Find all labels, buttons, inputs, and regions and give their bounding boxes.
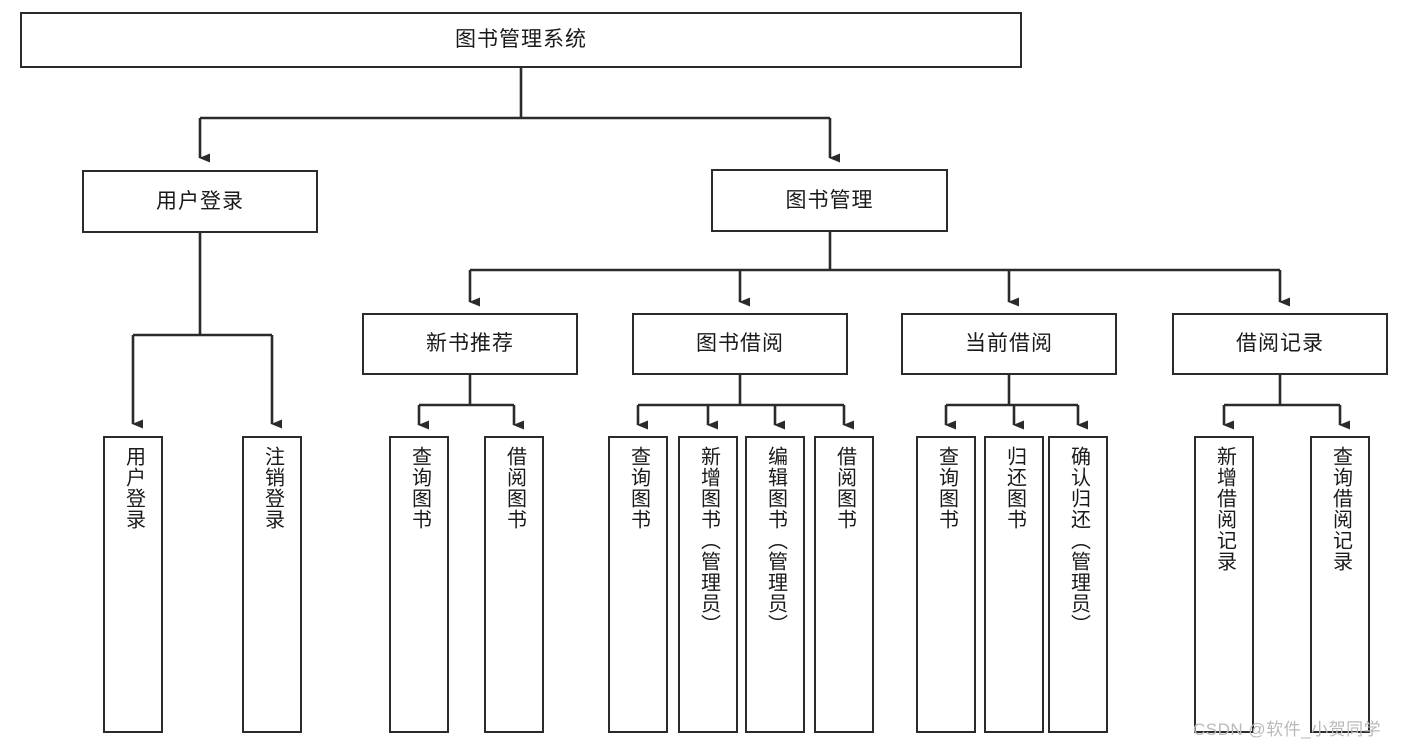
node-current-borrow[interactable]: 当前借阅 (901, 313, 1117, 375)
leaf-query-book-recommend[interactable]: 查询图书 (389, 436, 449, 733)
leaf-user-login[interactable]: 用户登录 (103, 436, 163, 733)
leaf-confirm-return-admin-label: 确认归还（管理员） (1067, 446, 1090, 635)
leaf-return-book[interactable]: 归还图书 (984, 436, 1044, 733)
leaf-edit-book-admin[interactable]: 编辑图书（管理员） (745, 436, 805, 733)
leaf-return-book-label: 归还图书 (1003, 446, 1026, 530)
leaf-query-book-borrow[interactable]: 查询图书 (608, 436, 668, 733)
leaf-query-book-current[interactable]: 查询图书 (916, 436, 976, 733)
node-root[interactable]: 图书管理系统 (20, 12, 1022, 68)
connectors-bookmgmt-to-level2 (468, 232, 1290, 307)
node-borrow-records[interactable]: 借阅记录 (1172, 313, 1388, 375)
leaf-query-borrow-record[interactable]: 查询借阅记录 (1310, 436, 1370, 733)
node-new-book-recommend[interactable]: 新书推荐 (362, 313, 578, 375)
leaf-borrow-book-recommend[interactable]: 借阅图书 (484, 436, 544, 733)
leaf-add-book-admin-label: 新增图书（管理员） (697, 446, 720, 635)
node-book-management-label: 图书管理 (785, 188, 874, 212)
node-borrow-records-label: 借阅记录 (1236, 332, 1324, 356)
node-book-management[interactable]: 图书管理 (711, 169, 948, 232)
connectors-newbook-to-leaves (417, 375, 524, 430)
connectors-userlogin-to-leaves (131, 233, 282, 429)
leaf-confirm-return-admin[interactable]: 确认归还（管理员） (1048, 436, 1108, 733)
leaf-query-book-current-label: 查询图书 (935, 446, 958, 530)
leaf-edit-book-admin-label: 编辑图书（管理员） (764, 446, 787, 635)
node-current-borrow-label: 当前借阅 (965, 332, 1053, 356)
connectors-borrow-to-leaves (636, 375, 854, 430)
node-book-borrow[interactable]: 图书借阅 (632, 313, 848, 375)
leaf-add-borrow-record-label: 新增借阅记录 (1213, 446, 1236, 572)
leaf-query-book-recommend-label: 查询图书 (408, 446, 431, 530)
node-book-borrow-label: 图书借阅 (696, 332, 784, 356)
connectors-records-to-leaves (1222, 375, 1350, 430)
node-user-login[interactable]: 用户登录 (82, 170, 318, 233)
connectors-current-to-leaves (944, 375, 1088, 430)
leaf-borrow-book-label: 借阅图书 (833, 446, 856, 530)
node-root-label: 图书管理系统 (455, 28, 587, 52)
leaf-logout[interactable]: 注销登录 (242, 436, 302, 733)
connectors-root-to-level1 (198, 68, 840, 163)
leaf-query-book-borrow-label: 查询图书 (627, 446, 650, 530)
node-new-book-recommend-label: 新书推荐 (426, 332, 514, 356)
leaf-borrow-book[interactable]: 借阅图书 (814, 436, 874, 733)
leaf-add-borrow-record[interactable]: 新增借阅记录 (1194, 436, 1254, 733)
leaf-add-book-admin[interactable]: 新增图书（管理员） (678, 436, 738, 733)
leaf-user-login-label: 用户登录 (122, 446, 145, 530)
node-user-login-label: 用户登录 (156, 189, 244, 213)
leaf-borrow-book-recommend-label: 借阅图书 (503, 446, 526, 530)
leaf-query-borrow-record-label: 查询借阅记录 (1329, 446, 1352, 572)
leaf-logout-label: 注销登录 (261, 446, 284, 530)
